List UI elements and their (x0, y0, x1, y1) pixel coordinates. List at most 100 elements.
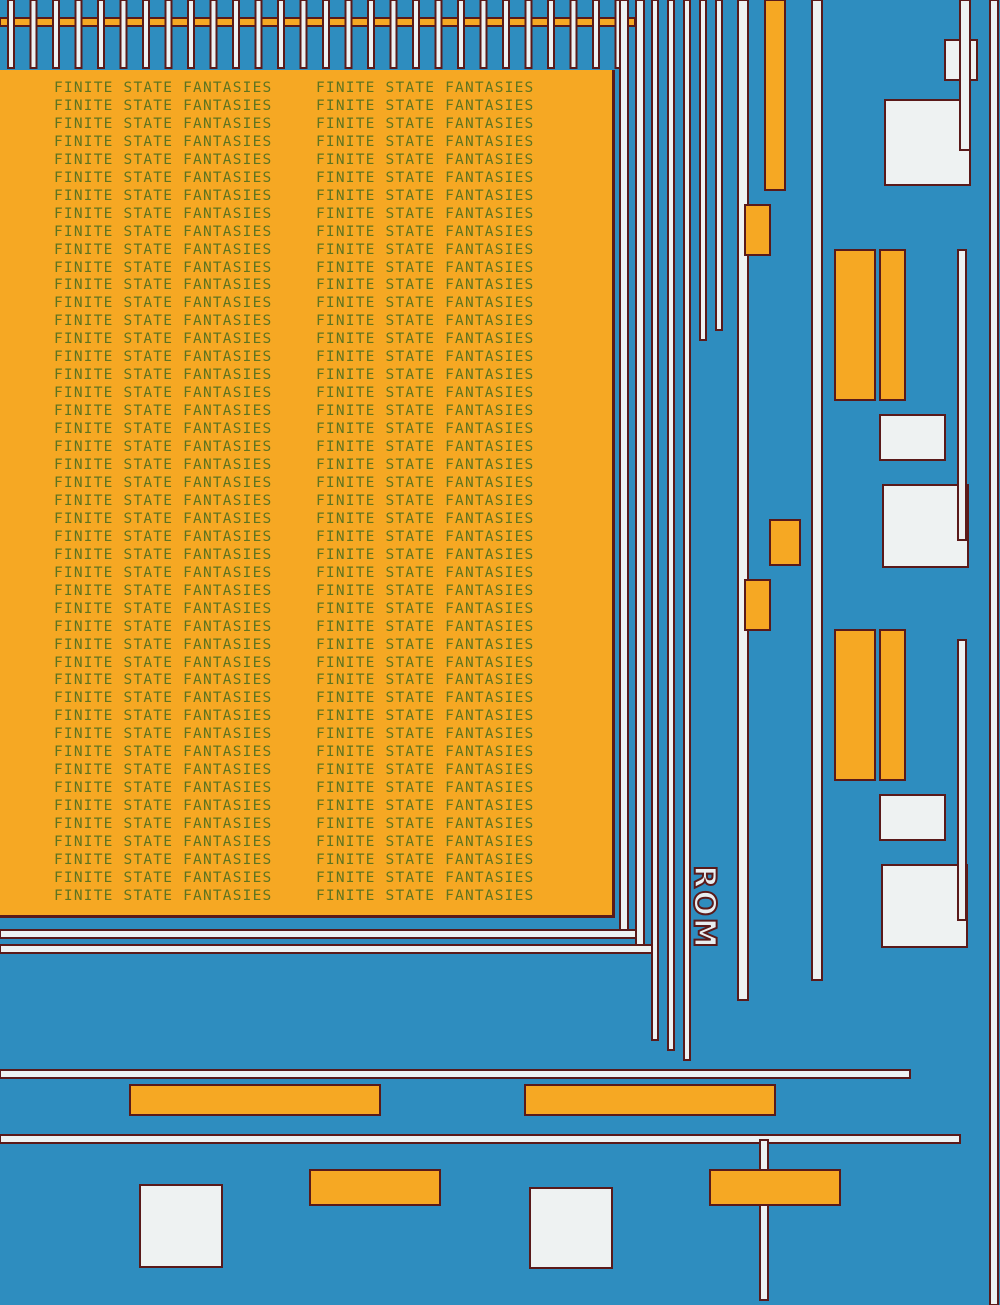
top-bus-pin (52, 0, 60, 69)
title-row: FINITE STATE FANTASIES (54, 869, 273, 886)
top-bus-pin (412, 0, 420, 69)
title-row: FINITE STATE FANTASIES (316, 97, 535, 114)
title-row: FINITE STATE FANTASIES (54, 313, 273, 330)
title-row: FINITE STATE FANTASIES (316, 439, 535, 456)
title-row: FINITE STATE FANTASIES (316, 744, 535, 761)
title-row: FINITE STATE FANTASIES (54, 816, 273, 833)
title-row: FINITE STATE FANTASIES (316, 690, 535, 707)
orange-traces (129, 0, 906, 1206)
title-row: FINITE STATE FANTASIES (54, 259, 273, 276)
title-row: FINITE STATE FANTASIES (316, 510, 535, 527)
top-bus-pin (74, 0, 83, 69)
title-row: FINITE STATE FANTASIES (54, 439, 273, 456)
top-bus-pin (322, 0, 330, 69)
title-row: FINITE STATE FANTASIES (316, 115, 535, 132)
title-row: FINITE STATE FANTASIES (54, 349, 273, 366)
title-row: FINITE STATE FANTASIES (54, 780, 273, 797)
title-row: FINITE STATE FANTASIES (54, 600, 273, 617)
title-row: FINITE STATE FANTASIES (54, 690, 273, 707)
title-row: FINITE STATE FANTASIES (316, 277, 535, 294)
title-row: FINITE STATE FANTASIES (54, 582, 273, 599)
title-row: FINITE STATE FANTASIES (316, 528, 535, 545)
title-row: FINITE STATE FANTASIES (54, 618, 273, 635)
title-row: FINITE STATE FANTASIES (316, 169, 535, 186)
title-row: FINITE STATE FANTASIES (54, 403, 273, 420)
rom-chip-label: ROM (686, 864, 723, 950)
title-row: FINITE STATE FANTASIES (54, 708, 273, 725)
title-row: FINITE STATE FANTASIES (316, 349, 535, 366)
top-bus-pin (569, 0, 578, 69)
title-row: FINITE STATE FANTASIES (316, 636, 535, 653)
title-row: FINITE STATE FANTASIES (316, 546, 535, 563)
title-row: FINITE STATE FANTASIES (54, 546, 273, 563)
title-row: FINITE STATE FANTASIES (316, 187, 535, 204)
top-bus-pin (277, 0, 285, 69)
title-row: FINITE STATE FANTASIES (54, 241, 273, 258)
title-row: FINITE STATE FANTASIES (316, 367, 535, 384)
top-bus-lines (0, 0, 636, 69)
title-row: FINITE STATE FANTASIES (316, 403, 535, 420)
title-row: FINITE STATE FANTASIES (54, 798, 273, 815)
title-row: FINITE STATE FANTASIES (54, 97, 273, 114)
top-orange-bus (0, 17, 636, 27)
title-row: FINITE STATE FANTASIES (54, 762, 273, 779)
top-bus-pin (344, 0, 353, 69)
title-row: FINITE STATE FANTASIES (54, 205, 273, 222)
top-bus-pin (524, 0, 533, 69)
title-row: FINITE STATE FANTASIES (54, 636, 273, 653)
title-row: FINITE STATE FANTASIES (54, 385, 273, 402)
top-bus-pin (434, 0, 443, 69)
title-row: FINITE STATE FANTASIES (316, 259, 535, 276)
title-row: FINITE STATE FANTASIES (54, 474, 273, 491)
title-row: FINITE STATE FANTASIES (316, 834, 535, 851)
title-row: FINITE STATE FANTASIES (54, 169, 273, 186)
title-row: FINITE STATE FANTASIES (316, 618, 535, 635)
title-row: FINITE STATE FANTASIES (54, 887, 273, 904)
top-bus-pin (164, 0, 173, 69)
title-row: FINITE STATE FANTASIES (316, 780, 535, 797)
title-row: FINITE STATE FANTASIES (316, 708, 535, 725)
top-bus-pin (389, 0, 398, 69)
title-row: FINITE STATE FANTASIES (316, 295, 535, 312)
top-bus-pin (457, 0, 465, 69)
top-bus-pin (119, 0, 128, 69)
top-bus-pin (232, 0, 240, 69)
title-row: FINITE STATE FANTASIES (316, 851, 535, 868)
title-row: FINITE STATE FANTASIES (316, 762, 535, 779)
title-row: FINITE STATE FANTASIES (316, 887, 535, 904)
title-row: FINITE STATE FANTASIES (316, 421, 535, 438)
title-row: FINITE STATE FANTASIES (54, 528, 273, 545)
title-row: FINITE STATE FANTASIES (316, 385, 535, 402)
top-bus-pin (299, 0, 308, 69)
top-bus-pin (502, 0, 510, 69)
top-bus-pin (254, 0, 263, 69)
title-row: FINITE STATE FANTASIES (54, 80, 273, 96)
top-bus-pin (547, 0, 555, 69)
title-row: FINITE STATE FANTASIES (54, 115, 273, 132)
title-row: FINITE STATE FANTASIES (316, 582, 535, 599)
title-row: FINITE STATE FANTASIES (316, 313, 535, 330)
title-row: FINITE STATE FANTASIES (54, 492, 273, 509)
title-row: FINITE STATE FANTASIES (54, 851, 273, 868)
title-row: FINITE STATE FANTASIES (54, 295, 273, 312)
title-row: FINITE STATE FANTASIES (316, 654, 535, 671)
top-bus-pin (29, 0, 38, 69)
title-row: FINITE STATE FANTASIES (54, 223, 273, 240)
title-row: FINITE STATE FANTASIES (54, 457, 273, 474)
title-row: FINITE STATE FANTASIES (54, 726, 273, 743)
title-row: FINITE STATE FANTASIES (316, 474, 535, 491)
title-row: FINITE STATE FANTASIES (316, 492, 535, 509)
title-row: FINITE STATE FANTASIES (316, 726, 535, 743)
title-row: FINITE STATE FANTASIES (316, 331, 535, 348)
title-row: FINITE STATE FANTASIES (54, 834, 273, 851)
title-row: FINITE STATE FANTASIES (54, 654, 273, 671)
top-bus-pin (479, 0, 488, 69)
title-row: FINITE STATE FANTASIES (54, 187, 273, 204)
title-row: FINITE STATE FANTASIES (54, 421, 273, 438)
title-row: FINITE STATE FANTASIES (316, 672, 535, 689)
